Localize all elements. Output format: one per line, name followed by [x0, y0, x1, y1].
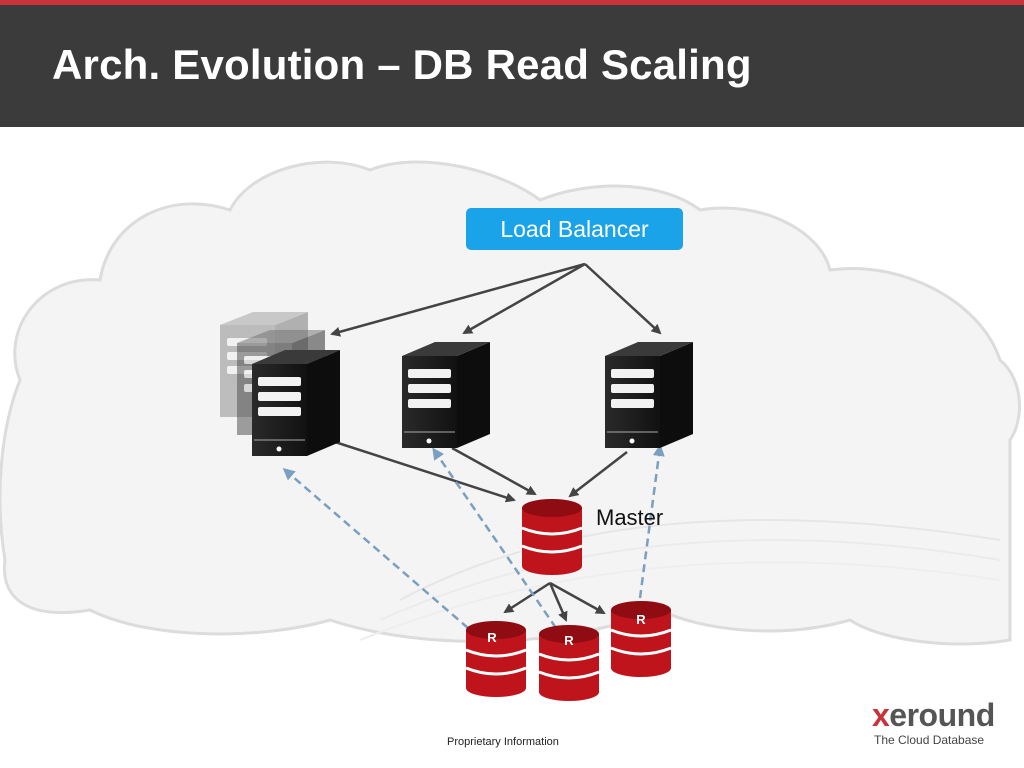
- dashed-replica1-server1: [282, 468, 469, 629]
- arrow-lb-server-1: [330, 262, 586, 337]
- arrow-master-replica-2: [548, 582, 568, 622]
- arrow-server2-master: [451, 446, 537, 496]
- server-1-group: [220, 312, 340, 456]
- diagram-canvas: [0, 160, 1021, 701]
- dashed-replica2-server2: [432, 447, 558, 629]
- arrow-lb-server-2: [462, 262, 586, 335]
- replica-database-3-icon: [610, 601, 672, 677]
- server-2-icon: [402, 342, 490, 448]
- load-balancer-box: Load Balancer: [466, 208, 683, 250]
- arrow-server3-master: [568, 451, 628, 498]
- replica-database-1-icon: [465, 621, 527, 697]
- logo-wordmark: xeround: [872, 697, 995, 733]
- xeround-logo: xeround The Cloud Database: [872, 698, 1002, 747]
- server-3-icon: [605, 342, 693, 448]
- arrow-server1-master: [334, 440, 516, 503]
- logo-tagline: The Cloud Database: [874, 733, 985, 747]
- arrow-master-replica-3: [549, 581, 606, 615]
- server-icon: [252, 350, 340, 456]
- replica-label-3: R: [636, 612, 646, 627]
- replica-database-2-icon: [538, 625, 600, 701]
- replica-label-1: R: [487, 630, 497, 645]
- footer-proprietary-note: Proprietary Information: [447, 736, 559, 748]
- replica-label-2: R: [564, 633, 574, 648]
- cloud-shape: [0, 160, 1021, 646]
- top-accent-line: [0, 0, 1024, 5]
- slide-title: Arch. Evolution – DB Read Scaling: [52, 41, 752, 88]
- master-label: Master: [596, 505, 664, 530]
- master-database-icon: [521, 499, 583, 575]
- arrow-lb-server-3: [584, 263, 662, 335]
- title-bar: Arch. Evolution – DB Read Scaling: [0, 5, 1024, 127]
- arrow-master-replica-1: [503, 581, 551, 614]
